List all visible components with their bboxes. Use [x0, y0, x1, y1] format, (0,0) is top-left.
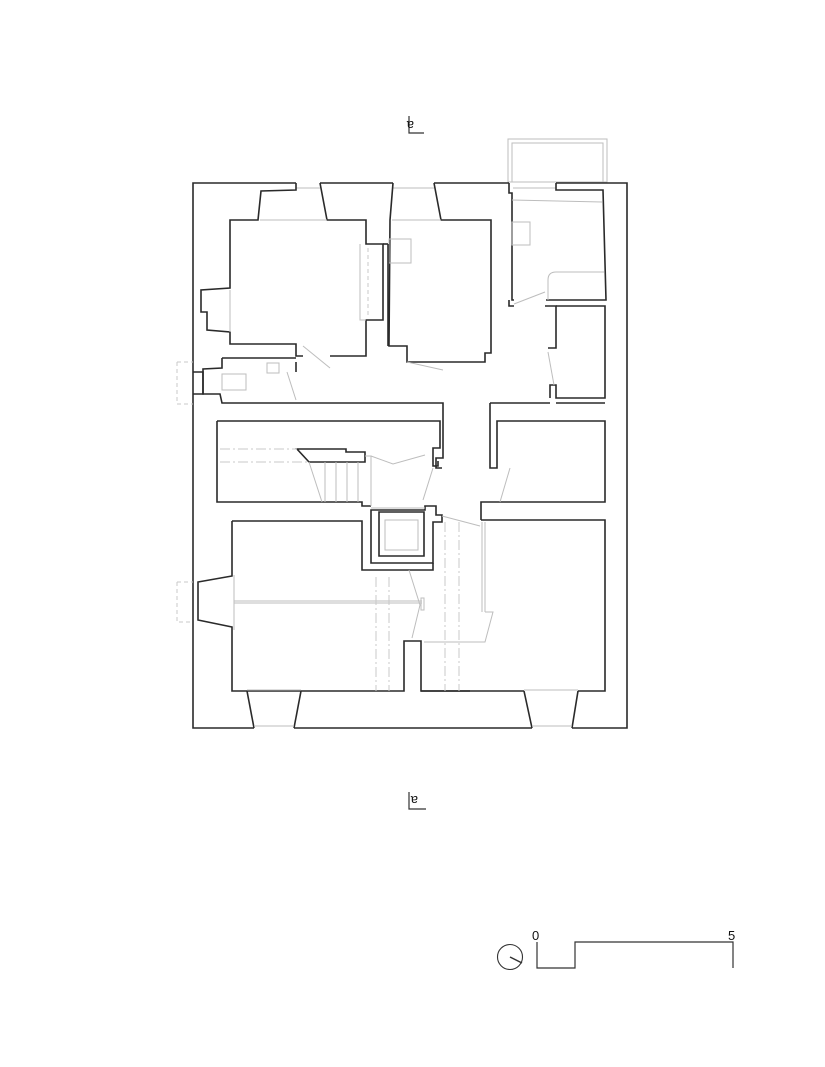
- section-marker-top: a: [406, 116, 424, 134]
- scale-bar: 0 5: [532, 928, 735, 969]
- shaft-block: [370, 505, 443, 564]
- section-marker-bottom-label: a: [410, 793, 418, 808]
- stair-room: [216, 420, 441, 507]
- scale-start-label: 0: [532, 928, 539, 943]
- section-marker-top-label: a: [406, 118, 414, 133]
- outer-wall: [192, 182, 628, 729]
- windows-bottom: [246, 689, 579, 729]
- balcony-outline: [507, 138, 608, 183]
- room-right-middle: [480, 402, 606, 520]
- scale-end-label: 5: [728, 928, 735, 943]
- room-top-right: [508, 183, 607, 307]
- section-marker-bottom: a: [408, 792, 426, 810]
- entry-area-left: [176, 357, 444, 469]
- room-top-middle: [383, 182, 492, 371]
- room-right-small: [545, 305, 606, 399]
- room-bottom-right: [421, 515, 606, 692]
- room-bottom-left: [176, 520, 470, 692]
- north-arrow-icon: [496, 943, 524, 971]
- room-top-left: [200, 182, 384, 369]
